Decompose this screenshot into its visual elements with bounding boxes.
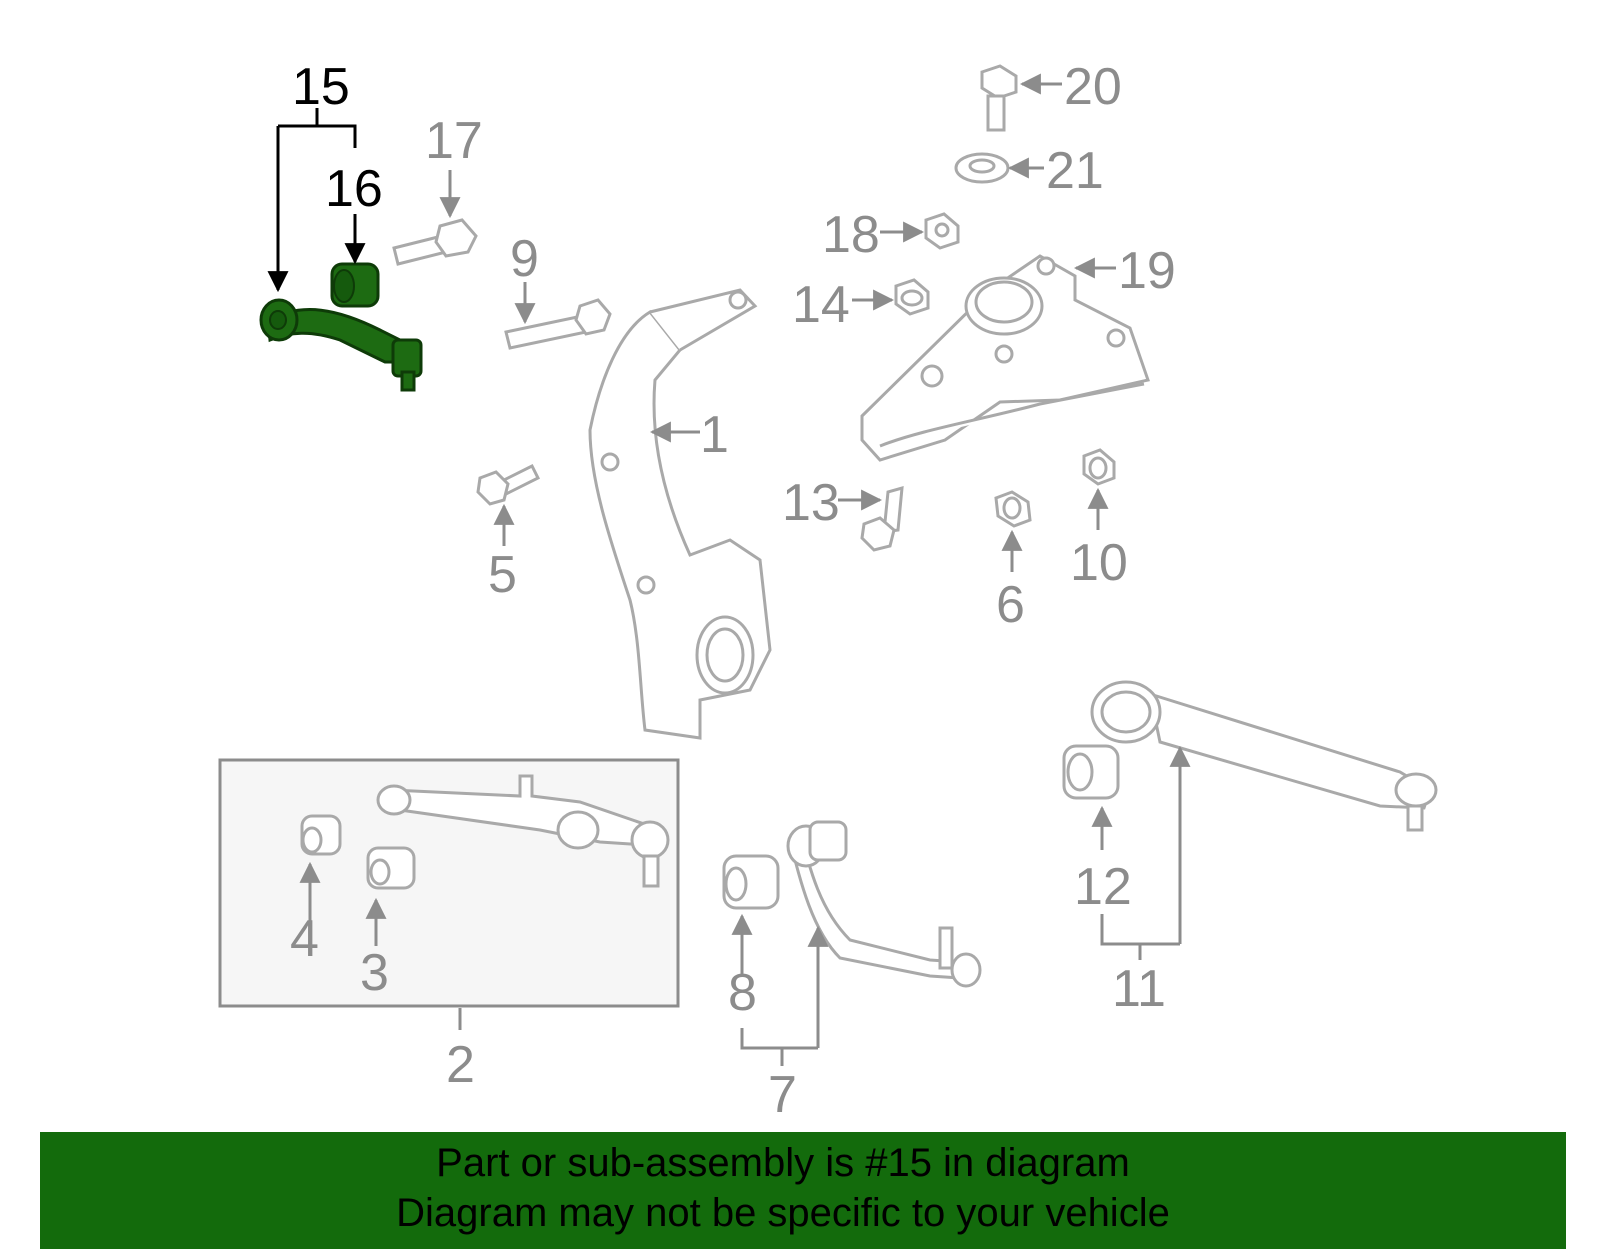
bolt-13-icon — [860, 485, 904, 552]
callout-7: 7 — [768, 1066, 797, 1124]
callout-5: 5 — [488, 546, 517, 604]
callout-6: 6 — [996, 576, 1025, 634]
banner-line-2: Diagram may not be specific to your vehi… — [396, 1191, 1170, 1235]
callout-15: 15 — [292, 58, 350, 116]
nut-14-icon — [894, 278, 930, 316]
callout-4: 4 — [290, 910, 319, 968]
callout-1: 1 — [700, 406, 729, 464]
callout-18: 18 — [822, 206, 880, 264]
lower-arm-11-icon — [1090, 680, 1438, 832]
callout-10: 10 — [1070, 534, 1128, 592]
strut-mount-19-icon — [860, 254, 1150, 462]
bolt-20-icon — [980, 64, 1018, 132]
lower-arm-kit-icon — [376, 774, 670, 888]
callout-20: 20 — [1064, 58, 1122, 116]
callout-17: 17 — [425, 112, 483, 170]
bushing-3-icon — [366, 846, 416, 890]
callout-12: 12 — [1074, 858, 1132, 916]
callout-2: 2 — [446, 1036, 475, 1094]
upper-control-arm-icon[interactable] — [259, 298, 423, 392]
bushing-8-icon — [722, 854, 780, 910]
bolt-17-icon — [392, 218, 478, 266]
nut-18-icon — [924, 212, 960, 250]
bushing-4-icon — [300, 814, 342, 856]
callout-16: 16 — [325, 160, 383, 218]
callout-19: 19 — [1118, 242, 1176, 300]
bushing-12-icon — [1062, 744, 1120, 800]
callout-9: 9 — [510, 230, 539, 288]
banner-line-1: Part or sub-assembly is #15 in diagram — [436, 1141, 1130, 1185]
bolt-5-icon — [476, 463, 541, 506]
callout-11: 11 — [1112, 960, 1166, 1018]
nut-6-icon — [994, 490, 1032, 528]
callout-3: 3 — [360, 944, 389, 1002]
part-notice-banner: Part or sub-assembly is #15 in diagram D… — [40, 1132, 1566, 1249]
upper-arm-7-icon — [786, 820, 982, 988]
callout-21: 21 — [1046, 142, 1104, 200]
washer-21-icon — [954, 152, 1010, 184]
callout-14: 14 — [792, 276, 850, 334]
nut-10-icon — [1082, 448, 1116, 486]
bolt-9-icon — [504, 298, 612, 350]
callout-13: 13 — [782, 474, 840, 532]
bushing-16-icon[interactable] — [330, 262, 380, 308]
steering-knuckle-icon — [588, 288, 772, 740]
callout-8: 8 — [728, 964, 757, 1022]
